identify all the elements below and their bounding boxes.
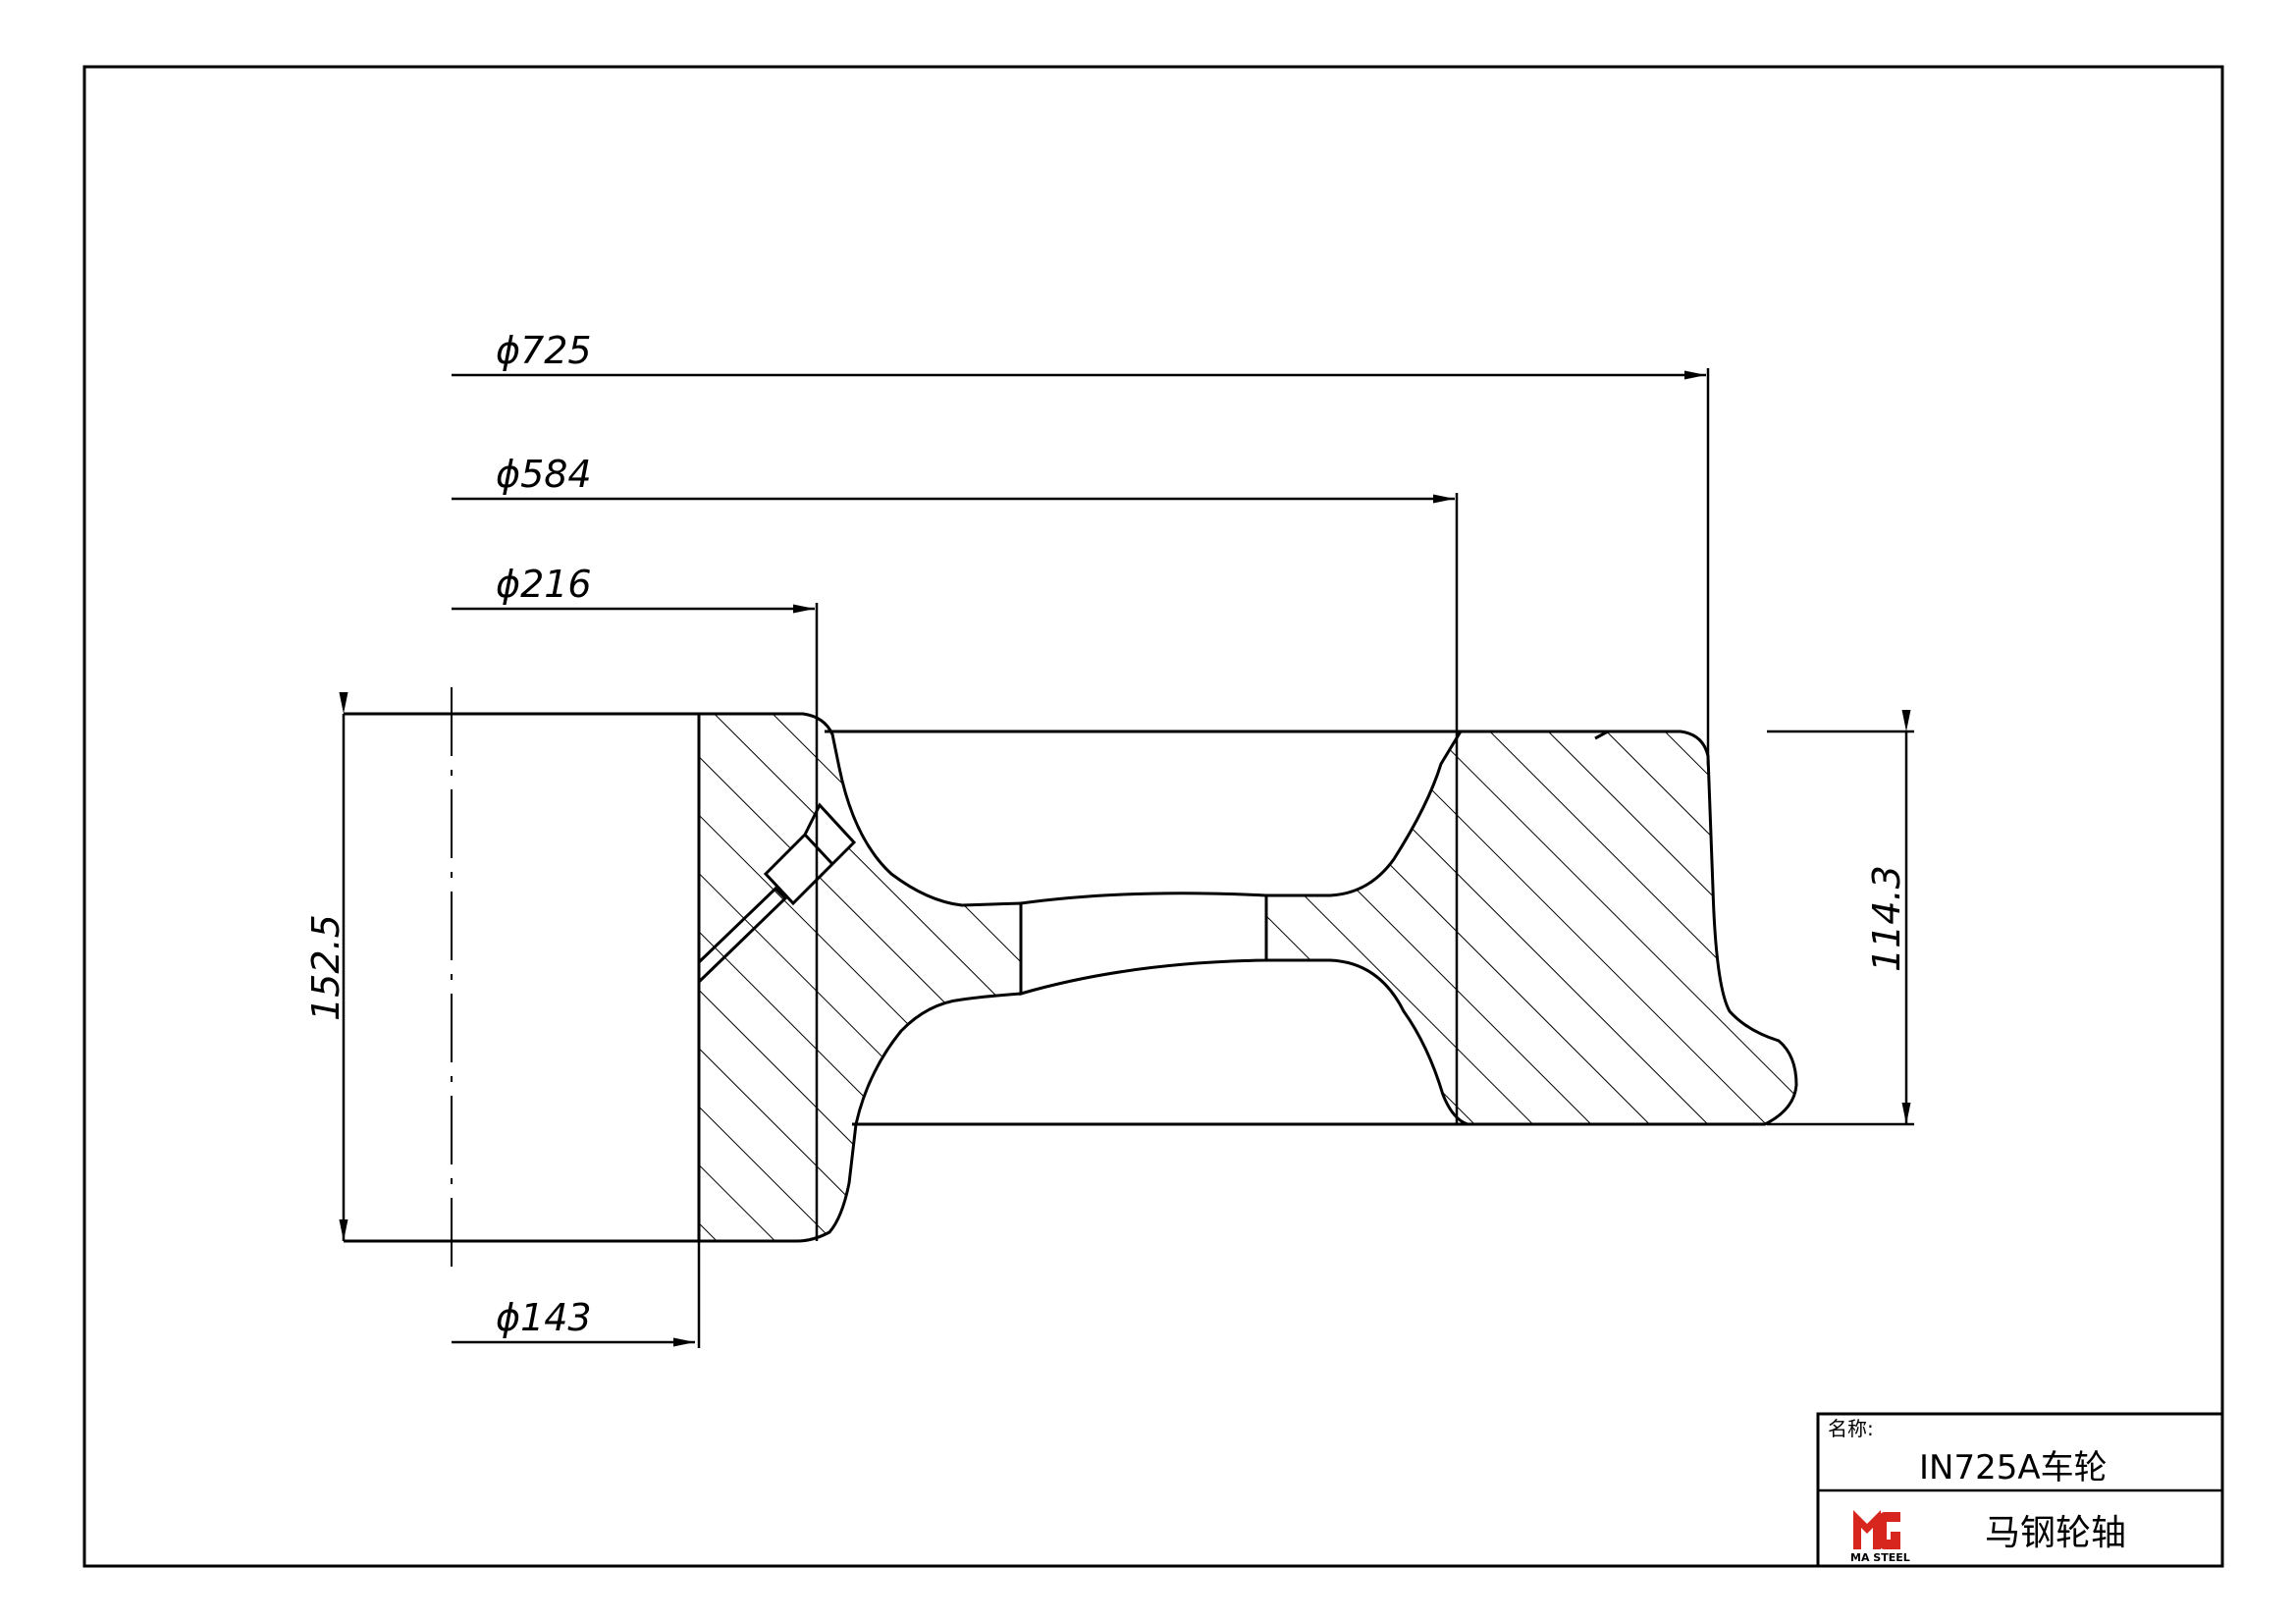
- rim-section: [1264, 730, 1798, 1126]
- title-block: 名称: IN725A车轮 MA STEEL 马钢轮轴: [1816, 1412, 2224, 1568]
- dimension-hub-length: 152.5: [304, 692, 348, 1241]
- bolt-hole: [697, 886, 788, 984]
- dim-d216-label: ϕ216: [496, 563, 592, 606]
- logo-text: MA STEEL: [1850, 1551, 1910, 1564]
- dim-hub-length-label: 152.5: [304, 914, 347, 1021]
- dimension-rim-width: 114.3: [1767, 710, 1914, 1126]
- dimension-d725: ϕ725: [452, 329, 1710, 766]
- title-company: 马钢轮轴: [1985, 1513, 2126, 1553]
- title-part-name: IN725A车轮: [1919, 1448, 2108, 1488]
- dim-d143-label: ϕ143: [496, 1296, 592, 1339]
- hub-section: [697, 712, 1023, 1243]
- wheel-section: [344, 712, 1798, 1243]
- dim-d584-label: ϕ584: [496, 453, 592, 496]
- dim-rim-width-label: 114.3: [1865, 865, 1908, 972]
- rim-notch: [1594, 730, 1618, 740]
- masteel-logo: MA STEEL: [1850, 1510, 1910, 1564]
- bolt-plug: [763, 802, 857, 906]
- dim-d725-label: ϕ725: [496, 329, 592, 372]
- dimension-d216: ϕ216: [452, 563, 819, 1241]
- web-center: [1019, 892, 1268, 996]
- dimension-d143: ϕ143: [452, 1241, 701, 1348]
- drawing-border: [82, 65, 2224, 1568]
- dimension-d584: ϕ584: [452, 453, 1459, 1124]
- title-name-label: 名称:: [1828, 1417, 1874, 1440]
